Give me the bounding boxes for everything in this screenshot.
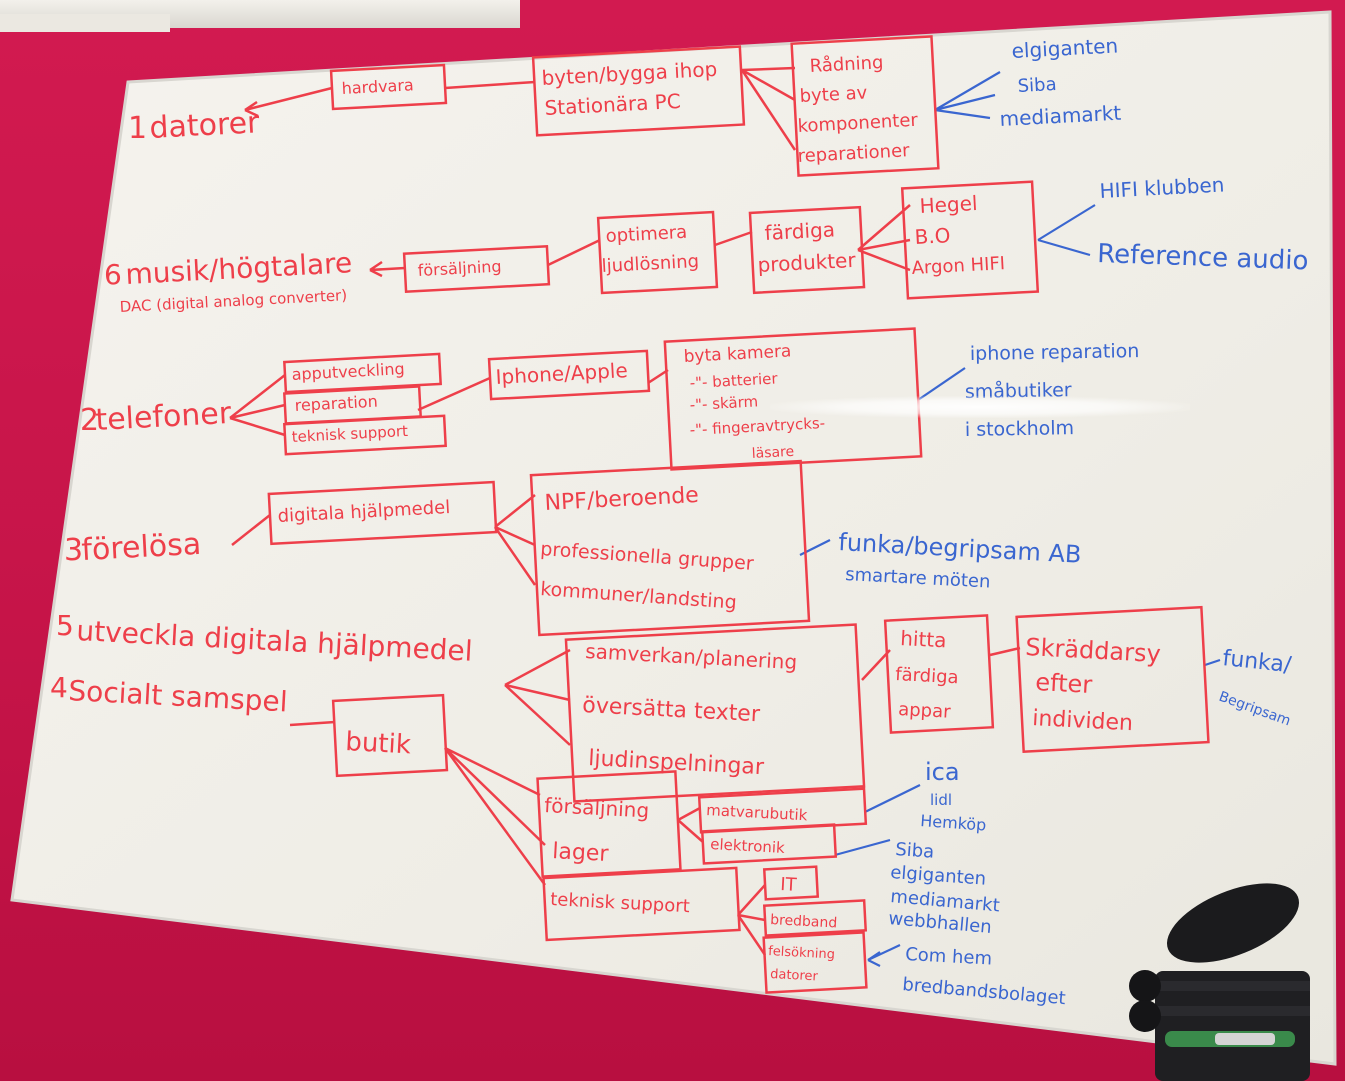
red-boxes — [267, 35, 1210, 994]
red-connectors — [229, 66, 1021, 956]
holder-rail — [1135, 1006, 1310, 1016]
node-label: appar — [898, 699, 952, 723]
arrow-icon — [867, 951, 881, 967]
topic-label: datorer — [149, 105, 261, 146]
arrow-icon — [244, 100, 259, 118]
node-label: B.O — [914, 223, 951, 249]
window-frame-edge — [0, 14, 170, 32]
topic-number: 1 — [128, 111, 147, 146]
marker-holder — [1129, 883, 1310, 1081]
marker-cap-icon — [1215, 1033, 1275, 1045]
node-label: -"- batterier — [689, 369, 779, 392]
topic-number: 5 — [56, 609, 74, 642]
node-label: datorer — [770, 967, 819, 985]
node-label: Argon HIFI — [911, 253, 1005, 279]
node-label: butik — [345, 727, 412, 760]
eraser-icon — [1166, 883, 1300, 963]
node-label: färdiga — [764, 217, 836, 245]
holder-rail — [1135, 981, 1310, 991]
topic-number: 6 — [104, 258, 122, 291]
holder-knob — [1129, 970, 1161, 1002]
node-label: felsökning — [768, 944, 835, 962]
node-label: försäljning — [544, 793, 650, 822]
note-text: i stockholm — [965, 417, 1075, 441]
node-label: hardvara — [341, 75, 414, 98]
node-label: produkter — [757, 248, 857, 277]
node-label: efter — [1035, 668, 1093, 699]
node-label: Hegel — [919, 191, 978, 218]
node-label: Rådning — [809, 52, 884, 77]
note-text: elgiganten — [1011, 33, 1119, 63]
node-label: byte av — [799, 82, 868, 107]
node-label: reparation — [294, 392, 378, 415]
node-label: optimera — [605, 222, 688, 247]
note-text: ica — [925, 758, 960, 786]
holder-base — [1155, 971, 1310, 1081]
note-text: Hemköp — [920, 811, 987, 835]
topic-number: 3 — [64, 533, 83, 568]
node-label: hitta — [900, 626, 947, 652]
node-label: läsare — [751, 444, 794, 462]
holder-knob — [1129, 1000, 1161, 1032]
node-label: IT — [780, 874, 798, 896]
topic-label: telefoner — [95, 396, 233, 438]
node-label: försäljning — [417, 257, 502, 280]
node-label: individen — [1032, 706, 1134, 736]
node-label: -"- skärm — [689, 392, 758, 414]
node-label: lager — [552, 839, 610, 867]
node-label: ljudlösning — [601, 251, 699, 277]
topic-number: 4 — [50, 671, 68, 704]
note-text: Siba — [895, 839, 935, 863]
note-text: Siba — [1017, 74, 1057, 97]
topic-label: förelösa — [81, 527, 202, 568]
node-label: färdiga — [895, 664, 959, 688]
node-label: matvarubutik — [706, 801, 808, 824]
note-text: iphone reparation — [970, 340, 1140, 365]
arrow-icon — [369, 260, 383, 278]
note-text: Reference audio — [1097, 239, 1309, 276]
light-reflection — [770, 396, 1190, 418]
topic-number: 2 — [80, 403, 99, 438]
node-label: bredband — [770, 912, 838, 931]
note-text: lidl — [930, 791, 952, 809]
note-text: Com hem — [905, 944, 993, 970]
node-label: elektronik — [710, 835, 786, 857]
